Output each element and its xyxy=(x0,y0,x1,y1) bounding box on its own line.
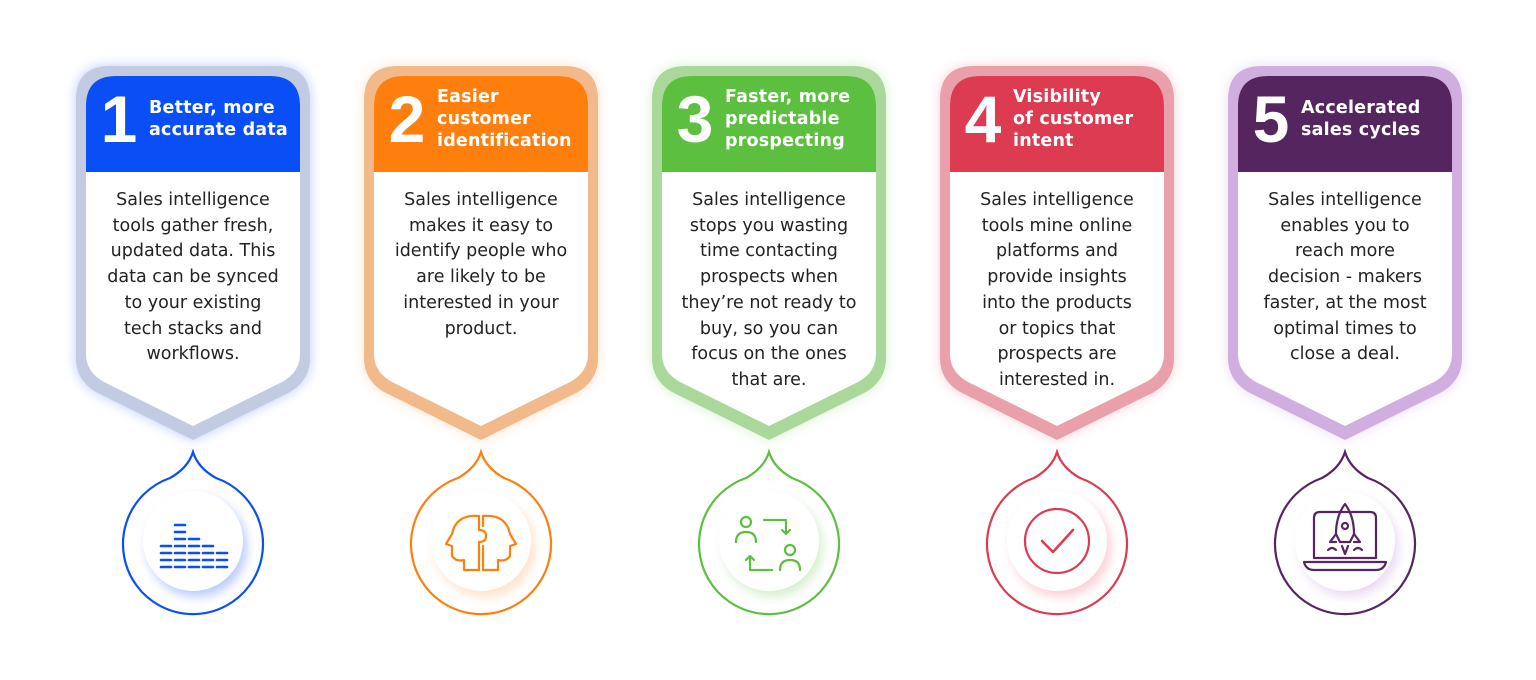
card-frame xyxy=(1228,66,1462,440)
step-title: Accelerated sales cycles xyxy=(1301,98,1421,140)
people-exchange-icon xyxy=(697,448,841,616)
card-header: 5 Accelerated sales cycles xyxy=(1233,72,1457,166)
laptop-rocket-icon xyxy=(1273,448,1417,616)
card-frame xyxy=(76,66,310,440)
card-header-fill xyxy=(86,76,300,172)
heads-puzzle-icon xyxy=(409,448,553,616)
card-header: 3 Faster, more predictable prospecting xyxy=(657,72,881,166)
equalizer-bars-icon xyxy=(159,523,229,569)
step-card-4: 4 Visibility of customer intent Sales in… xyxy=(932,58,1182,628)
icon-badge xyxy=(982,446,1132,616)
people-exchange-icon xyxy=(734,515,802,572)
card-header-fill xyxy=(662,76,876,172)
step-title: Better, more accurate data xyxy=(149,98,288,140)
badge-outline xyxy=(985,448,1129,616)
step-description: Sales intelligence enables you to reach … xyxy=(1263,190,1427,365)
card-frame xyxy=(652,66,886,440)
card-header-fill xyxy=(1238,76,1452,172)
step-card-3: 3 Faster, more predictable prospecting S… xyxy=(644,58,894,628)
badge-outline xyxy=(1273,448,1417,616)
badge-outline xyxy=(409,448,553,616)
step-card-2: 2 Easier customer identification Sales i… xyxy=(356,58,606,628)
step-card-5: 5 Accelerated sales cycles Sales intelli… xyxy=(1220,58,1470,628)
step-number: 2 xyxy=(388,82,426,156)
icon-badge xyxy=(1270,446,1420,616)
step-title: Easier customer identification xyxy=(437,87,572,151)
card-header-fill xyxy=(374,76,588,172)
step-description: Sales intelligence tools gather fresh, u… xyxy=(107,190,279,365)
step-number: 1 xyxy=(100,82,138,156)
icon-badge xyxy=(406,446,556,616)
check-circle-icon xyxy=(985,448,1129,616)
badge-inner-circle xyxy=(719,491,819,591)
laptop-rocket-icon xyxy=(1302,502,1388,572)
step-description: Sales intelligence makes it easy to iden… xyxy=(394,190,568,339)
step-number: 3 xyxy=(676,82,714,156)
step-title: Faster, more predictable prospecting xyxy=(725,87,851,151)
icon-badge xyxy=(694,446,844,616)
card-header: 2 Easier customer identification xyxy=(369,72,593,166)
card-frame xyxy=(940,66,1174,440)
badge-outline xyxy=(697,448,841,616)
check-circle-icon xyxy=(1023,507,1091,575)
step-card-1: 1 Better, more accurate data Sales intel… xyxy=(68,58,318,628)
badge-inner-circle xyxy=(1007,491,1107,591)
step-number: 4 xyxy=(964,82,1002,156)
card-header-fill xyxy=(950,76,1164,172)
badge-inner-circle xyxy=(143,491,243,591)
step-number: 5 xyxy=(1252,82,1290,156)
badge-outline xyxy=(121,448,265,616)
equalizer-bars-icon xyxy=(121,448,265,616)
heads-puzzle-icon xyxy=(444,514,518,572)
step-description: Sales intelligence tools mine online pla… xyxy=(980,190,1134,390)
step-description: Sales intelligence stops you wasting tim… xyxy=(681,190,857,390)
card-frame xyxy=(364,66,598,440)
card-header: 1 Better, more accurate data xyxy=(81,72,305,166)
card-header: 4 Visibility of customer intent xyxy=(945,72,1169,166)
step-title: Visibility of customer intent xyxy=(1013,87,1134,151)
icon-badge xyxy=(118,446,268,616)
